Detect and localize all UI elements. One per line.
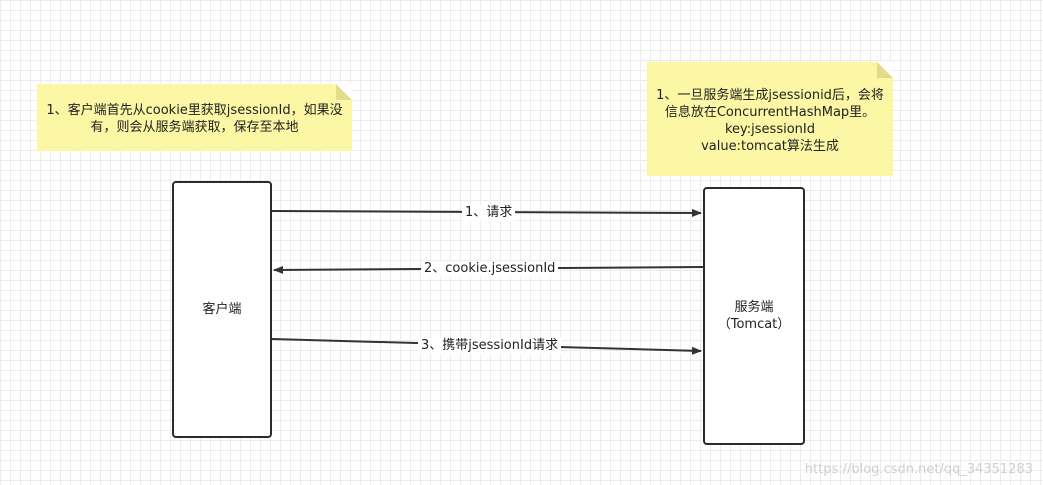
client-note-text: 1、客户端首先从cookie里获取jsessionId，如果没有，则会从服务端获… bbox=[46, 103, 343, 135]
note-fold-corner bbox=[336, 84, 352, 100]
note-fold-corner bbox=[877, 62, 893, 78]
server-box[interactable]: 服务端 （Tomcat） bbox=[703, 187, 805, 445]
carry-arrow-label: 3、携带jsessionId请求 bbox=[418, 338, 562, 354]
server-label: 服务端 bbox=[734, 300, 774, 315]
server-note-line-1: 1、一旦服务端生成jsessionid后，会将 bbox=[656, 88, 884, 103]
cookie-arrow-label: 2、cookie.jsessionId bbox=[421, 261, 559, 277]
server-note-line-4: value:tomcat算法生成 bbox=[701, 139, 839, 154]
server-note: 1、一旦服务端生成jsessionid后，会将 信息放在ConcurrentHa… bbox=[647, 62, 893, 176]
client-label: 客户端 bbox=[202, 302, 242, 317]
server-note-line-3: key:jsessionId bbox=[724, 122, 815, 137]
request-arrow-label: 1、请求 bbox=[462, 205, 516, 221]
watermark: https://blog.csdn.net/qq_34351283 bbox=[804, 462, 1033, 477]
server-sublabel: （Tomcat） bbox=[717, 317, 791, 332]
server-note-line-2: 信息放在ConcurrentHashMap里。 bbox=[664, 105, 876, 120]
client-note: 1、客户端首先从cookie里获取jsessionId，如果没有，则会从服务端获… bbox=[37, 84, 352, 151]
client-box[interactable]: 客户端 bbox=[172, 181, 272, 438]
